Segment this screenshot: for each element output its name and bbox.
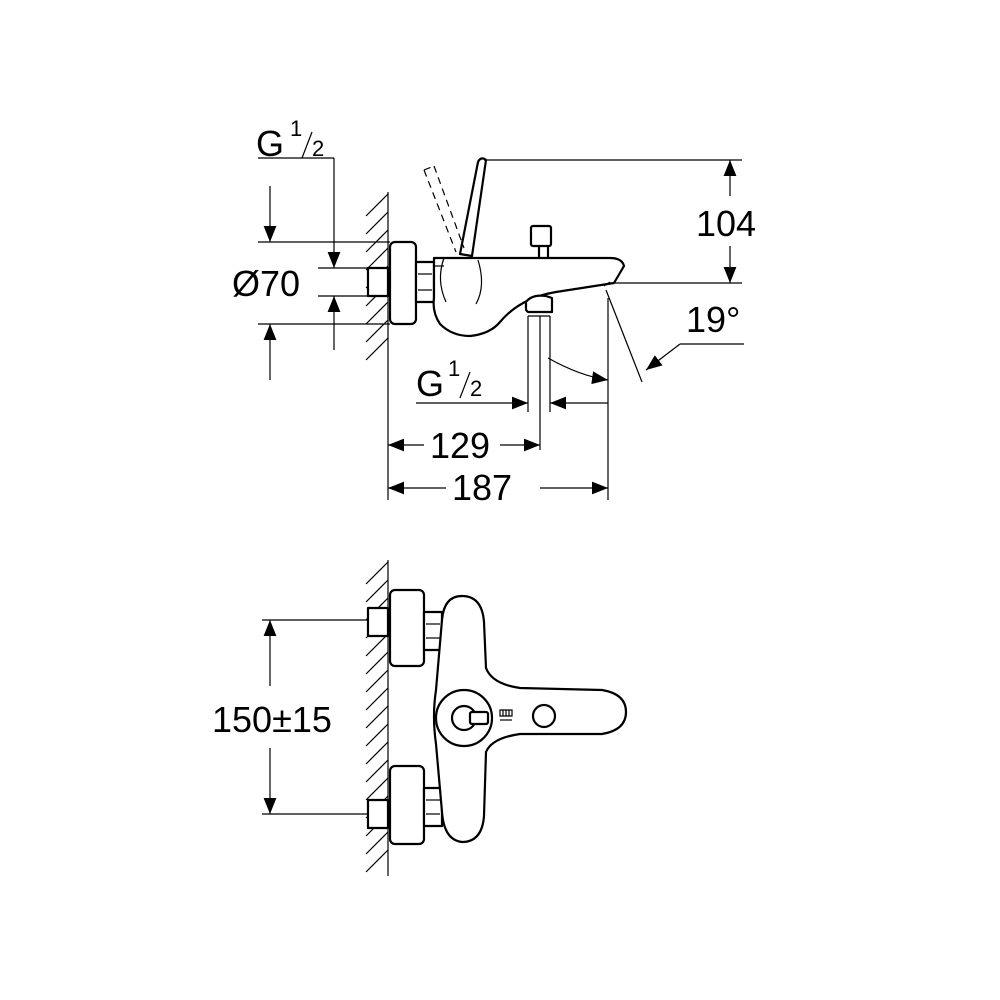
dimension-angle <box>547 343 681 385</box>
dimension-diameter <box>263 186 341 380</box>
extension-lines <box>258 157 744 500</box>
diverter-knob <box>529 224 553 258</box>
upper-connector <box>366 588 444 668</box>
outlet-thread-den: 2 <box>470 376 482 401</box>
inlet-thread-num: 1 <box>290 116 302 141</box>
inlet-thread-den: 2 <box>312 136 324 161</box>
shower-outlet <box>524 294 554 317</box>
brand-logo-icon <box>499 709 513 721</box>
lever-dashed <box>423 165 465 253</box>
diverter-button <box>531 703 557 729</box>
lever-solid <box>458 157 488 258</box>
dimension-centres <box>262 619 368 815</box>
mixer-body-side <box>432 256 626 338</box>
angle-label: 19° <box>686 299 740 340</box>
outlet-thread-letter: G <box>416 363 444 404</box>
front-view: 150±15 <box>212 560 628 876</box>
depth-129-label: 129 <box>430 425 490 466</box>
flange-diameter-label: Ø70 <box>232 263 300 304</box>
side-view: G 1 2 Ø70 104 19° G 1 2 129 187 <box>232 116 756 508</box>
height-104-label: 104 <box>696 203 756 244</box>
inlet-thread-letter: G <box>256 123 284 164</box>
centres-label: 150±15 <box>212 699 332 740</box>
mixer-body-front <box>432 594 628 844</box>
outlet-thread-num: 1 <box>448 356 460 381</box>
depth-187-label: 187 <box>452 467 512 508</box>
lower-connector <box>366 764 444 846</box>
inlet-connector <box>366 240 436 326</box>
